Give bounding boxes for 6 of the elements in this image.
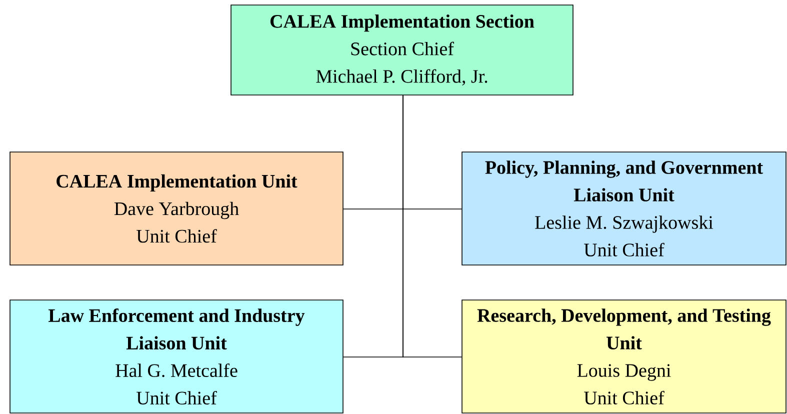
connector-line xyxy=(402,95,462,358)
org-box: CALEA Implementation Unit Dave Yarbrough Unit Chief xyxy=(10,152,344,266)
org-box: CALEA Implementation Section Section Chief Michael P. Clifford, Jr. xyxy=(230,4,574,96)
org-box: Policy, Planning, and Government Liaison Unit Leslie M. Szwajkowski Unit Chief xyxy=(462,152,786,266)
org-box: Research, Development, and Testing Unit Louis Degni Unit Chief xyxy=(462,300,786,414)
org-box: Law Enforcement and Industry Liaison Unit Hal G. Metcalfe Unit Chief xyxy=(10,300,344,414)
